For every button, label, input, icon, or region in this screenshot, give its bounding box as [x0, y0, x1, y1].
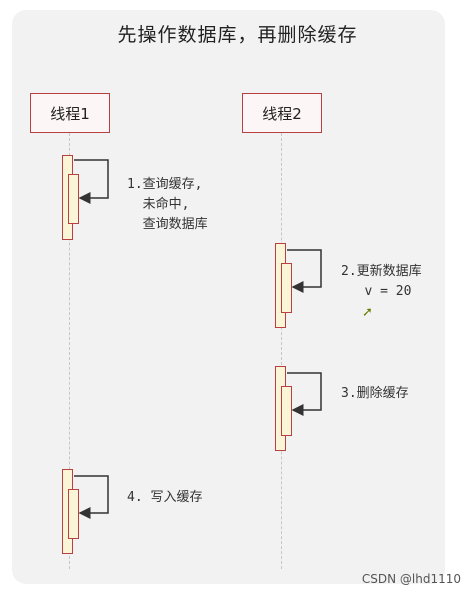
actor-thread-1: 线程1: [30, 93, 110, 133]
lifeline-thread-1: [69, 133, 70, 569]
step-3-note: 3.删除缓存: [341, 386, 409, 401]
step-1-note: 1.查询缓存, 未命中, 查询数据库: [127, 177, 208, 232]
lifeline-thread-2: [281, 133, 282, 569]
actor-thread-2-label: 线程2: [262, 104, 302, 123]
step-2-note: 2.更新数据库 v = 20: [341, 264, 422, 299]
self-message-step-1-arrow: [74, 159, 109, 204]
step-4-note: 4. 写入缓存: [127, 490, 203, 505]
diagram-title: 先操作数据库，再删除缓存: [117, 24, 358, 46]
actor-thread-1-label: 线程1: [50, 104, 90, 123]
actor-thread-2: 线程2: [242, 93, 322, 133]
mouse-pointer-icon: ➚: [362, 305, 373, 320]
self-message-step-3-arrow: [287, 372, 322, 416]
self-message-step-4-arrow: [74, 475, 109, 519]
self-message-step-2-arrow: [287, 249, 322, 293]
watermark: CSDN @lhd1110: [361, 572, 461, 586]
